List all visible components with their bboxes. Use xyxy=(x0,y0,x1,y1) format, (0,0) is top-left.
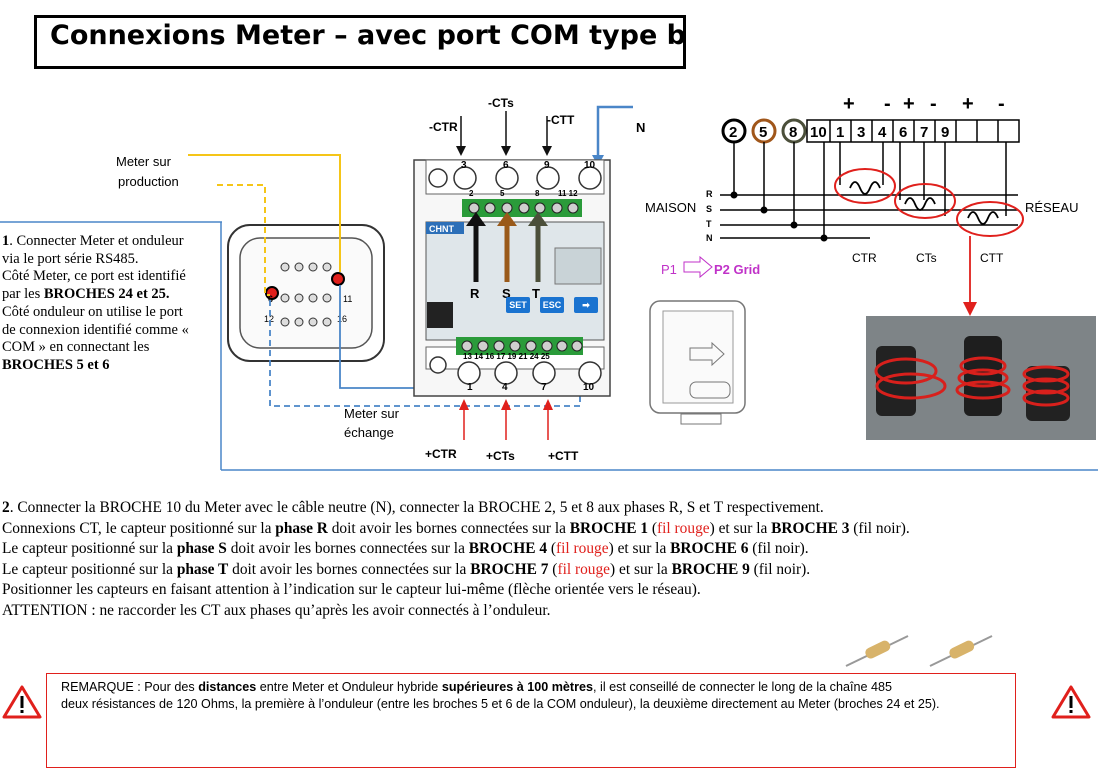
meter-production-label-1: Meter sur xyxy=(116,154,172,169)
phase-label-r: R xyxy=(470,286,480,301)
terminal-4: 4 xyxy=(878,124,887,141)
p1-label: P1 xyxy=(661,262,677,277)
resistor-icons xyxy=(845,635,993,667)
terminal-7: 7 xyxy=(920,124,928,141)
remark-text: REMARQUE : Pour des distances entre Mete… xyxy=(61,680,940,712)
meter-device xyxy=(413,159,611,397)
terminal-strip xyxy=(721,118,1020,144)
warning-icon xyxy=(1051,685,1091,719)
polarity-plus-1: + xyxy=(843,93,855,115)
bottom-terminal-10: 10 xyxy=(583,382,595,393)
polarity-minus-1: - xyxy=(884,93,891,115)
warning-icon xyxy=(2,685,42,719)
phase-label-t: T xyxy=(532,286,540,301)
top-terminal-9: 9 xyxy=(544,160,550,171)
ct-minus-s: -CTs xyxy=(488,96,514,110)
terminal-5: 5 xyxy=(759,124,767,141)
polarity-minus-2: - xyxy=(930,93,937,115)
polarity-plus-2: + xyxy=(903,93,915,115)
bottom-pins: 13 14 16 17 19 21 24 25 xyxy=(463,352,550,361)
polarity-minus-3: - xyxy=(998,93,1005,115)
ct-minus-r: -CTR xyxy=(429,120,458,134)
maison-label: MAISON xyxy=(645,200,696,215)
top-pin-8: 8 xyxy=(535,189,540,198)
next-button: ➡ xyxy=(574,297,598,313)
step1-text: 1. Connecter Meter et onduleur via le po… xyxy=(2,233,189,373)
terminal-1: 1 xyxy=(836,124,844,141)
bottom-terminal-1: 1 xyxy=(467,382,473,393)
resistor-icon xyxy=(929,635,993,667)
polarity-plus-3: + xyxy=(962,93,974,115)
top-pin-5: 5 xyxy=(500,189,505,198)
set-button: SET xyxy=(506,297,530,313)
top-terminal-3: 3 xyxy=(461,160,467,171)
wiring-diagram: 6 11 12 16 3 6 xyxy=(0,93,1098,471)
top-terminal-10: 10 xyxy=(584,160,596,171)
brand-logo: CHNT xyxy=(429,224,454,234)
reseau-label: RÉSEAU xyxy=(1025,200,1078,215)
com-pin-6: 6 xyxy=(268,294,273,304)
ct-name-t: CTT xyxy=(980,251,1004,265)
ct-name-s: CTs xyxy=(916,251,937,265)
terminal-10: 10 xyxy=(810,124,827,141)
title-frame xyxy=(34,15,686,69)
com-pin-16: 16 xyxy=(337,314,347,324)
step2-text: 2. Connecter la BROCHE 10 du Meter avec … xyxy=(2,499,910,619)
top-terminal-6: 6 xyxy=(503,160,509,171)
ct-name-r: CTR xyxy=(852,251,877,265)
phase-label-s: S xyxy=(502,286,511,301)
com-connector xyxy=(227,224,385,362)
terminal-6: 6 xyxy=(899,124,907,141)
phase-n-label: N xyxy=(706,233,713,243)
phase-s-label: S xyxy=(706,204,712,214)
meter-exchange-label-2: échange xyxy=(344,425,394,440)
phase-t-label: T xyxy=(706,219,712,229)
ct-photo xyxy=(866,316,1096,440)
ct-plus-t: +CTT xyxy=(548,449,579,463)
neutral-label: N xyxy=(636,120,645,135)
ct-plus-r: +CTR xyxy=(425,447,457,461)
resistor-icon xyxy=(845,635,909,667)
p2-grid-label: P2 Grid xyxy=(714,262,760,277)
top-pin-11-12: 11 12 xyxy=(558,189,578,198)
ct-minus-t: -CTT xyxy=(547,113,575,127)
ct-plus-s: +CTs xyxy=(486,449,515,463)
bottom-terminal-7: 7 xyxy=(541,382,547,393)
page-title: Connexions Meter – avec port COM type b xyxy=(50,20,686,51)
terminal-3: 3 xyxy=(857,124,865,141)
terminal-9: 9 xyxy=(941,124,949,141)
com-pin-11: 11 xyxy=(343,294,352,304)
meter-production-label-2: production xyxy=(118,174,179,189)
meter-exchange-label-1: Meter sur xyxy=(344,406,400,421)
phase-r-label: R xyxy=(706,189,713,199)
com-pin-12: 12 xyxy=(264,314,274,324)
terminal-2: 2 xyxy=(729,124,737,141)
esc-button: ESC xyxy=(540,297,564,313)
bottom-terminal-4: 4 xyxy=(502,382,508,393)
terminal-8: 8 xyxy=(789,124,797,141)
top-pin-2: 2 xyxy=(469,189,474,198)
ct-clamp-drawing xyxy=(649,300,746,425)
